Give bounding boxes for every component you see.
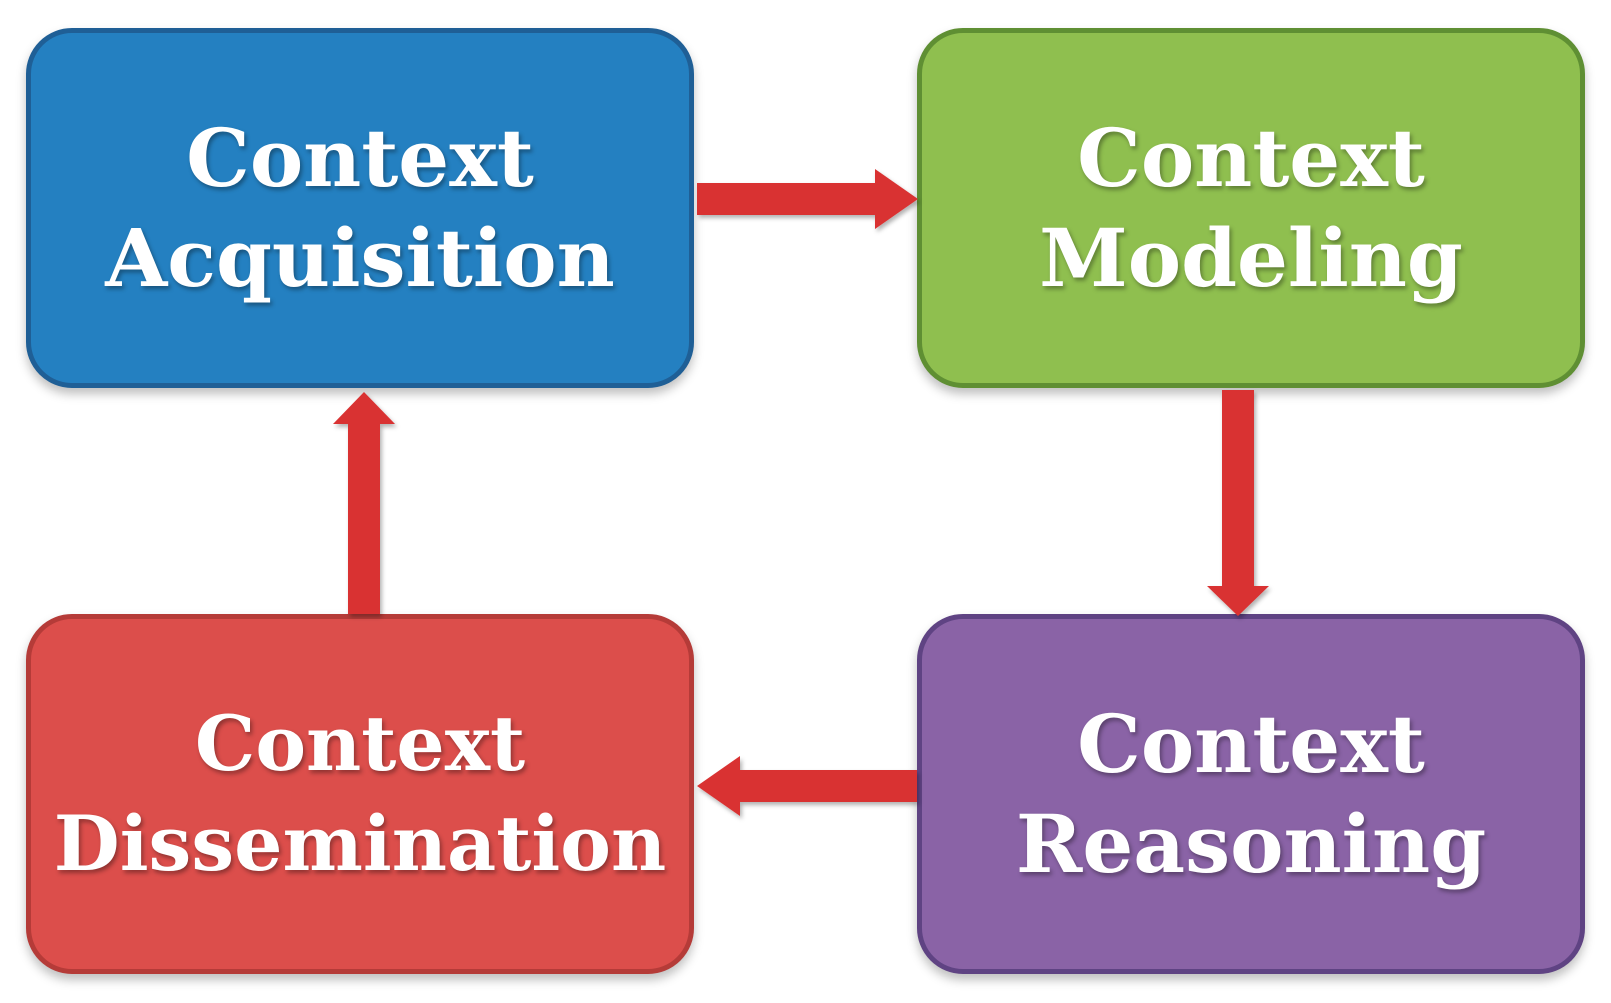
arrow-modeling-to-reasoning (1207, 390, 1269, 616)
context-reasoning-box[interactable]: Context Reasoning (917, 614, 1585, 974)
context-reasoning-label-line1: Context (1077, 697, 1425, 791)
context-dissemination-label-line1: Context (194, 699, 526, 788)
context-dissemination-box[interactable]: Context Dissemination (26, 614, 694, 974)
context-modeling-label-line1: Context (1077, 111, 1425, 205)
context-dissemination-label-line2: Dissemination (53, 799, 667, 888)
arrow-reasoning-to-dissemination (697, 756, 917, 816)
context-modeling-box[interactable]: Context Modeling (917, 28, 1585, 388)
arrow-acquisition-to-modeling (697, 169, 918, 229)
context-acquisition-box[interactable]: Context Acquisition (26, 28, 694, 388)
arrow-dissemination-to-acquisition (333, 392, 395, 614)
context-acquisition-label-line1: Context (186, 111, 534, 205)
context-modeling-label-line2: Modeling (1039, 211, 1463, 305)
context-reasoning-label-line2: Reasoning (1015, 797, 1487, 891)
context-acquisition-label-line2: Acquisition (105, 211, 615, 305)
